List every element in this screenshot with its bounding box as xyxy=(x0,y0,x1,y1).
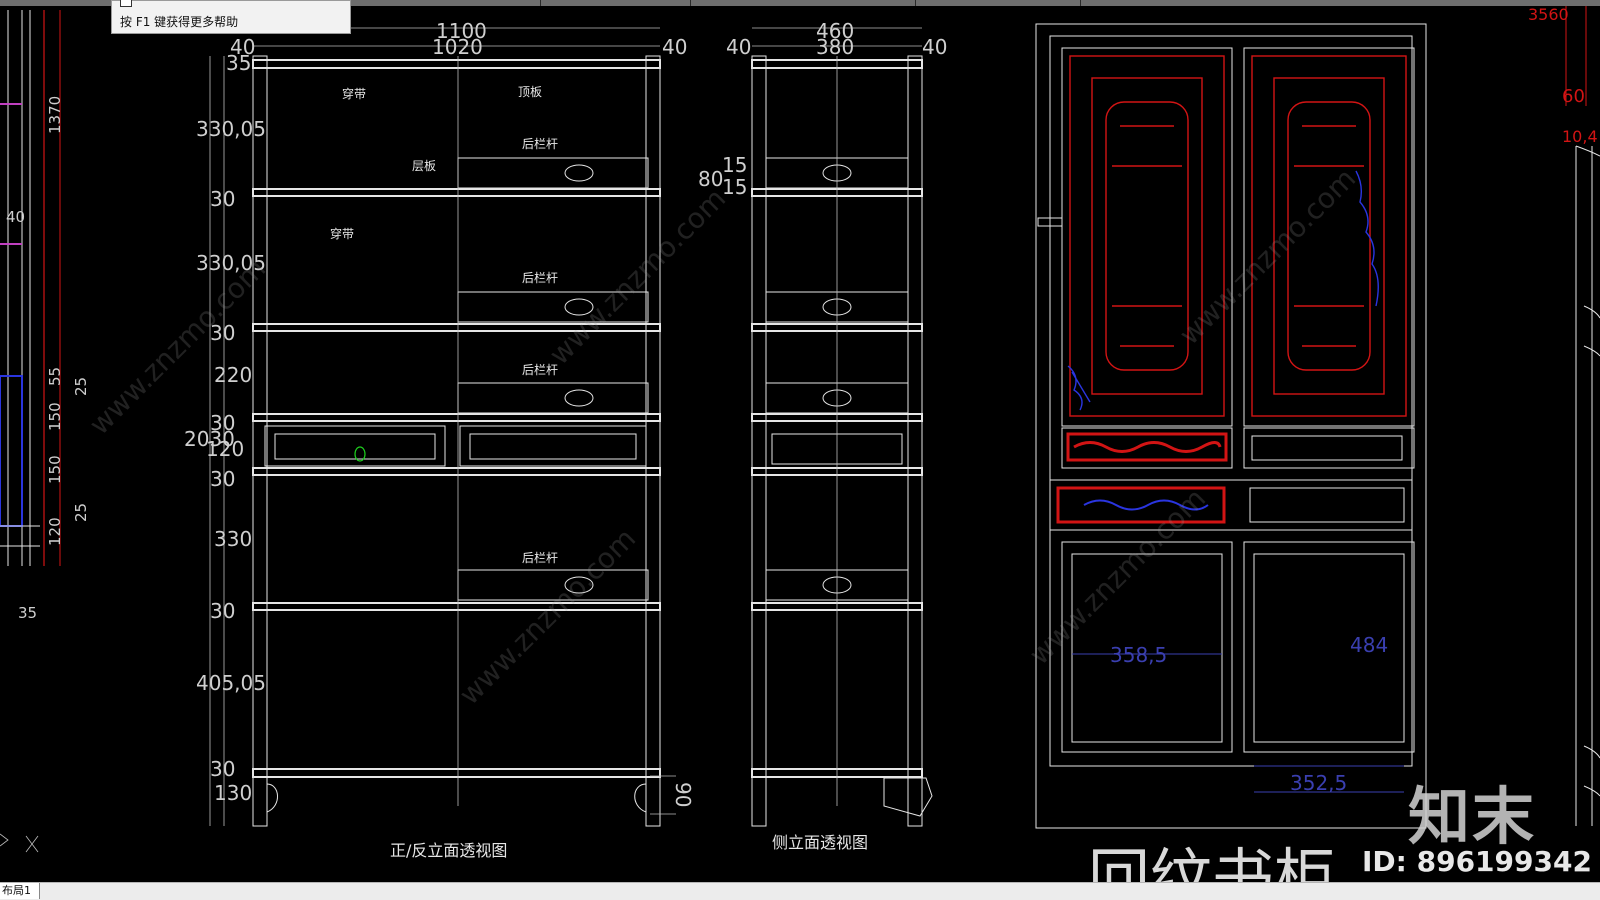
side-elevation-view: 460 380 40 40 80 15 15 侧立面透视图 xyxy=(698,19,947,852)
dim-150b: 150 xyxy=(46,455,64,484)
dim-seg-8: 120 xyxy=(206,437,244,461)
dim-25b: 25 xyxy=(72,503,90,522)
dim-120: 120 xyxy=(46,517,64,546)
layout-tab[interactable]: 布局1 xyxy=(0,883,40,899)
cad-drawing-canvas[interactable]: .ln{stroke:#e6e6e6;fill:none;stroke-widt… xyxy=(0,6,1600,882)
dim-40-left: 40 xyxy=(6,208,25,226)
dim-top-right: 40 xyxy=(662,35,687,59)
label-top-board: 顶板 xyxy=(518,85,542,99)
label-rail-1: 后栏杆 xyxy=(522,136,558,151)
cabinet-elevation-view: 358,5 484 352,5 xyxy=(1035,23,1427,829)
side-dim-top-inner: 380 xyxy=(816,35,854,59)
label-rail-2: 后栏杆 xyxy=(522,270,558,285)
cab-dim-358: 358,5 xyxy=(1110,643,1167,667)
dim-seg-4: 330,05 xyxy=(196,251,266,275)
right-dim-3560: 3560 xyxy=(1528,6,1569,24)
dim-seg-10: 330 xyxy=(214,527,252,551)
tooltip-icon xyxy=(120,0,132,7)
watermark-id: ID: 896199342 xyxy=(1362,845,1592,878)
dim-1370: 1370 xyxy=(46,96,64,134)
dim-top-inner: 1020 xyxy=(432,35,483,59)
toolbar-segment xyxy=(300,0,541,6)
status-bar: 布局1 xyxy=(0,882,1600,900)
dim-seg-11: 30 xyxy=(210,599,235,623)
side-dim-top-right: 40 xyxy=(922,35,947,59)
label-shelf: 层板 xyxy=(412,159,436,173)
dim-seg-2: 330,05 xyxy=(196,117,266,141)
dim-seg-14: 130 xyxy=(214,781,252,805)
dim-foot: 90 xyxy=(671,782,695,807)
dim-150a: 150 xyxy=(46,402,64,431)
right-dim-104: 10,4 xyxy=(1562,127,1598,146)
front-view-label: 正/反立面透视图 xyxy=(390,841,507,860)
left-partial-view: 1370 40 55 150 150 120 25 25 35 xyxy=(0,10,90,853)
cab-dim-352: 352,5 xyxy=(1290,771,1347,795)
drawing-title-partial: 回纹书柜 xyxy=(1088,841,1337,882)
side-dim-15a: 15 xyxy=(722,153,747,177)
dim-seg-7: 30 xyxy=(210,411,235,435)
side-view-label: 侧立面透视图 xyxy=(772,833,868,852)
dim-seg-1: 35 xyxy=(226,51,251,75)
dim-seg-5: 30 xyxy=(210,321,235,345)
label-rail-4: 后栏杆 xyxy=(522,550,558,565)
side-dim-80: 80 xyxy=(698,167,723,191)
label-brace-2: 穿带 xyxy=(330,226,354,241)
tooltip-text: 按 F1 键获得更多帮助 xyxy=(120,15,239,29)
front-elevation-view: 1100 1020 40 40 2030 35 330,05 30 330,05… xyxy=(184,19,695,860)
dim-55: 55 xyxy=(46,367,64,386)
dim-seg-12: 405,05 xyxy=(196,671,266,695)
right-dim-60: 60 xyxy=(1562,86,1585,107)
cab-dim-484: 484 xyxy=(1350,633,1388,657)
watermark-logo: 知末 xyxy=(1408,780,1537,853)
dim-35-left: 35 xyxy=(18,604,37,622)
dim-top-left: 40 xyxy=(230,35,255,59)
dim-top-total: 1100 xyxy=(436,19,487,43)
side-dim-top-total: 460 xyxy=(816,19,854,43)
side-dim-15b: 15 xyxy=(722,175,747,199)
right-partial-view: 3560 60 10,4 xyxy=(1528,6,1600,826)
dim-seg-3: 30 xyxy=(210,187,235,211)
toolbar-segment xyxy=(540,0,691,6)
dim-seg-6: 220 xyxy=(214,363,252,387)
dim-seg-13: 30 xyxy=(210,757,235,781)
label-rail-3: 后栏杆 xyxy=(522,362,558,377)
side-dim-top-left: 40 xyxy=(726,35,751,59)
help-tooltip: 按 F1 键获得更多帮助 xyxy=(111,0,351,34)
dim-25a: 25 xyxy=(72,377,90,396)
toolbar-segment xyxy=(915,0,1081,6)
label-brace: 穿带 xyxy=(342,86,366,101)
dim-height-total: 2030 xyxy=(184,427,235,451)
dim-seg-9: 30 xyxy=(210,467,235,491)
toolbar-segment xyxy=(690,0,916,6)
